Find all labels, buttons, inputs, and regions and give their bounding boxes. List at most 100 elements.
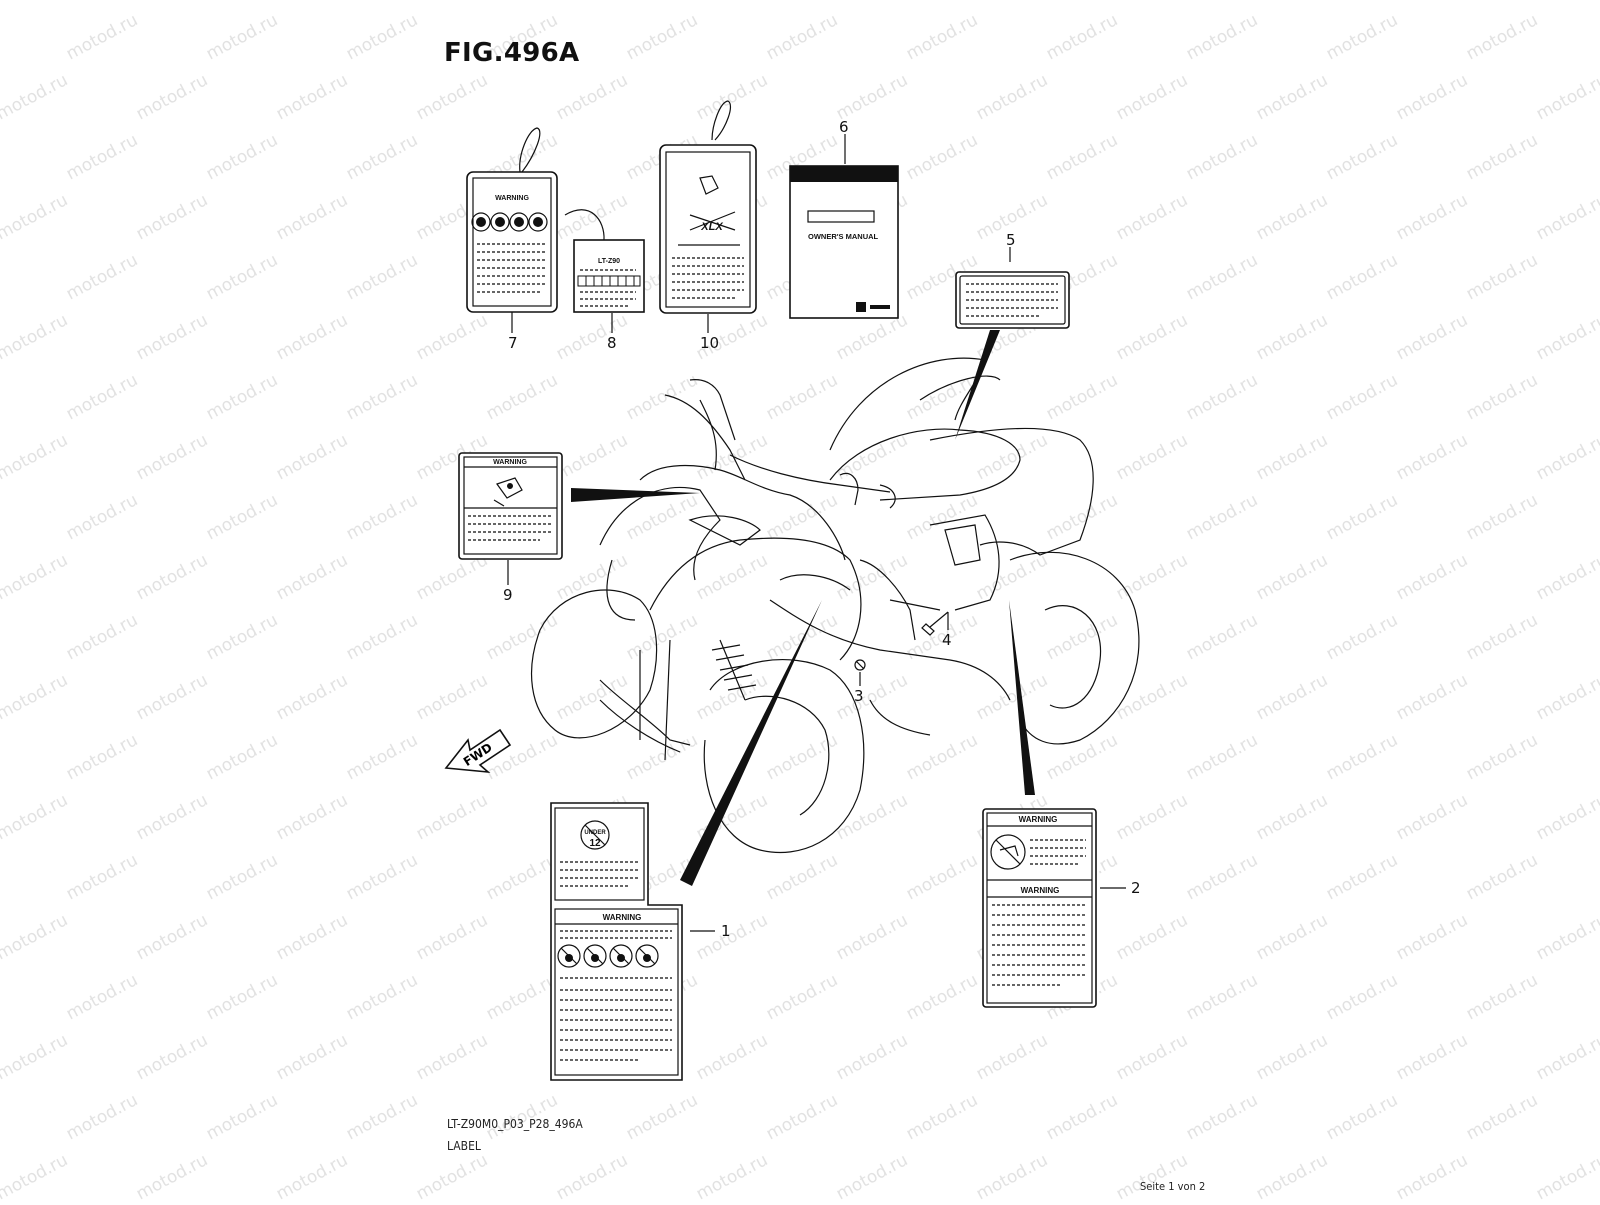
watermark-text: motod.ru [1323, 250, 1401, 304]
watermark-text: motod.ru [133, 1150, 211, 1200]
watermark-text: motod.ru [343, 850, 421, 904]
watermark-text: motod.ru [1113, 310, 1191, 364]
watermark-text: motod.ru [63, 370, 141, 424]
callout-leaders [507, 134, 1126, 932]
watermark-text: motod.ru [1183, 1090, 1261, 1144]
part-9-warning: WARNING [493, 459, 527, 466]
watermark-text: motod.ru [133, 1030, 211, 1084]
watermark-text: motod.ru [343, 610, 421, 664]
watermark-text: motod.ru [133, 310, 211, 364]
watermark-text: motod.ru [1323, 370, 1401, 424]
watermark-text: motod.ru [273, 190, 351, 244]
watermark-text: motod.ru [0, 910, 71, 964]
svg-text:XLX: XLX [700, 221, 723, 233]
watermark-text: motod.ru [133, 670, 211, 724]
under-age: 12 [589, 838, 601, 849]
watermark-text: motod.ru [1253, 430, 1331, 484]
leader-lines [571, 330, 1035, 886]
callout-8: 8 [607, 334, 617, 352]
watermark-text: motod.ru [1393, 70, 1471, 124]
watermark-text: motod.ru [273, 430, 351, 484]
watermark-text: motod.ru [1533, 310, 1600, 364]
part-2-warning-bottom: WARNING [1021, 886, 1060, 895]
watermark-text: motod.ru [273, 670, 351, 724]
watermark-text: motod.ru [1463, 490, 1541, 544]
watermark-text: motod.ru [133, 0, 211, 4]
watermark-text: motod.ru [413, 0, 491, 4]
watermark-text: motod.ru [1253, 1150, 1331, 1200]
watermark-text: motod.ru [553, 430, 631, 484]
watermark-text: motod.ru [1183, 610, 1261, 664]
part-2-label: WARNING WARNING [982, 808, 1097, 1008]
watermark-text: motod.ru [1043, 130, 1121, 184]
part-7-hang-tag: WARNING [466, 127, 558, 313]
watermark-text: motod.ru [273, 0, 351, 4]
watermark-text: motod.ru [833, 430, 911, 484]
watermark-text: motod.ru [833, 70, 911, 124]
figure-caption: LABEL [447, 1139, 481, 1153]
watermark-text: motod.ru [623, 370, 701, 424]
watermark-text: motod.ru [0, 670, 71, 724]
watermark-text: motod.ru [343, 130, 421, 184]
watermark-text: motod.ru [833, 1030, 911, 1084]
watermark-text: motod.ru [1253, 310, 1331, 364]
watermark-text: motod.ru [1113, 190, 1191, 244]
watermark-text: motod.ru [1043, 1090, 1121, 1144]
watermark-text: motod.ru [553, 310, 631, 364]
callout-numbers: 1 2 3 4 5 6 7 8 10 9 [503, 118, 1141, 940]
watermark-text: motod.ru [1463, 850, 1541, 904]
watermark-text: motod.ru [833, 790, 911, 844]
watermark-text: motod.ru [0, 1150, 71, 1200]
watermark-text: motod.ru [1253, 550, 1331, 604]
callout-5: 5 [1006, 231, 1016, 249]
watermark-text: motod.ru [1323, 490, 1401, 544]
watermark-text: motod.ru [903, 10, 981, 64]
watermark-text: motod.ru [1533, 550, 1600, 604]
watermark-text: motod.ru [1393, 310, 1471, 364]
watermark-text: motod.ru [623, 1090, 701, 1144]
watermark-text: motod.ru [1183, 10, 1261, 64]
watermark-text: motod.ru [0, 550, 71, 604]
watermark-text: motod.ru [973, 430, 1051, 484]
watermark-text: motod.ru [133, 910, 211, 964]
watermark-text: motod.ru [1183, 490, 1261, 544]
part-4-screw [921, 611, 949, 636]
watermark-text: motod.ru [1393, 0, 1471, 4]
part-9-label: WARNING [458, 452, 563, 560]
watermark-text: motod.ru [0, 70, 71, 124]
watermark-text: motod.ru [63, 10, 141, 64]
watermark-text: motod.ru [1323, 130, 1401, 184]
watermark-text: motod.ru [1113, 790, 1191, 844]
watermark-text: motod.ru [553, 0, 631, 4]
part-10-hang-tag: XLX [659, 100, 757, 314]
watermark-text: motod.ru [133, 550, 211, 604]
watermark-text: motod.ru [0, 130, 1, 184]
watermark-text: motod.ru [553, 1150, 631, 1200]
watermark-text: motod.ru [203, 490, 281, 544]
watermark-text: motod.ru [1533, 0, 1600, 4]
watermark-text: motod.ru [133, 790, 211, 844]
watermark-text: motod.ru [903, 970, 981, 1024]
watermark-text: motod.ru [1323, 970, 1401, 1024]
watermark-text: motod.ru [1533, 910, 1600, 964]
watermark-text: motod.ru [553, 70, 631, 124]
watermark-text: motod.ru [693, 1030, 771, 1084]
watermark-text: motod.ru [0, 490, 1, 544]
watermark-text: motod.ru [0, 10, 1, 64]
watermark-text: motod.ru [903, 850, 981, 904]
watermark-text: motod.ru [1253, 910, 1331, 964]
watermark-text: motod.ru [1463, 370, 1541, 424]
watermark-text: motod.ru [1113, 0, 1191, 4]
watermark-text: motod.ru [343, 490, 421, 544]
watermark-text: motod.ru [1393, 910, 1471, 964]
atv-illustration [530, 357, 1140, 854]
watermark-text: motod.ru [553, 550, 631, 604]
watermark-text: motod.ru [273, 1030, 351, 1084]
watermark-text: motod.ru [1113, 550, 1191, 604]
watermark-text: motod.ru [343, 730, 421, 784]
figure-title: FIG.496A [444, 38, 580, 68]
watermark-text: motod.ru [0, 190, 71, 244]
callout-1: 1 [721, 922, 731, 940]
watermark-text: motod.ru [693, 550, 771, 604]
callout-9-10: 10 [700, 334, 719, 352]
